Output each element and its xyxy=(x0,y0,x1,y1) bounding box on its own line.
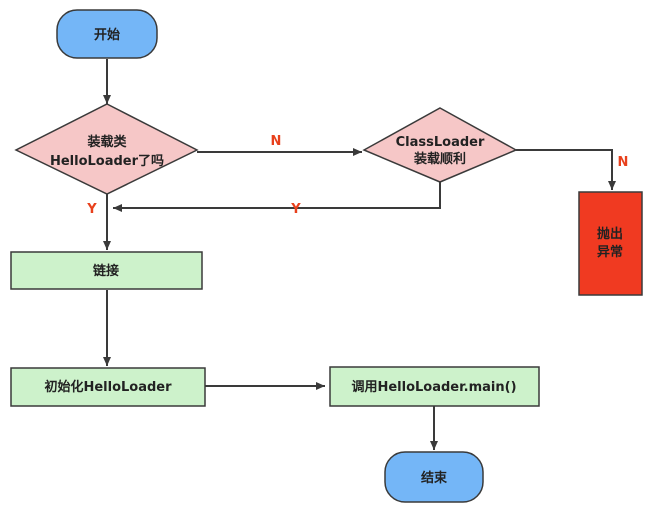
end-label: 结束 xyxy=(421,470,448,486)
end-node: 结束 xyxy=(384,451,484,503)
edge-label-classloader-yes: Y xyxy=(290,202,301,217)
init-label: 初始化HelloLoader xyxy=(44,379,172,395)
edges xyxy=(103,59,616,450)
classloader-check-line2: 装载顺利 xyxy=(413,151,466,167)
classloader-check-line1: ClassLoader xyxy=(396,135,485,150)
call-main-label: 调用HelloLoader.main() xyxy=(351,380,516,395)
edge-label-classloader-no: N xyxy=(618,155,629,170)
throw-line2: 异常 xyxy=(597,244,623,260)
edge-classloader-yes-back xyxy=(113,181,441,212)
loaded-check-line2: HelloLoader了吗 xyxy=(50,154,164,169)
link-label: 链接 xyxy=(92,263,119,279)
start-node: 开始 xyxy=(56,9,158,59)
throw-exception-node: 抛出 异常 xyxy=(578,191,643,296)
loaded-check-line1: 装载类 xyxy=(86,134,127,150)
init-node: 初始化HelloLoader xyxy=(10,367,206,407)
edge-label-loaded-yes: Y xyxy=(86,202,97,217)
loaded-check-decision: 装载类 HelloLoader了吗 xyxy=(14,103,199,195)
edge-label-loaded-no: N xyxy=(271,134,282,149)
link-node: 链接 xyxy=(10,251,203,290)
start-label: 开始 xyxy=(94,27,120,43)
edge-classloader-no-to-throw xyxy=(516,149,616,190)
classloader-check-decision: ClassLoader 装载顺利 xyxy=(362,107,518,183)
call-main-node: 调用HelloLoader.main() xyxy=(329,366,540,407)
throw-line1: 抛出 xyxy=(597,226,623,242)
